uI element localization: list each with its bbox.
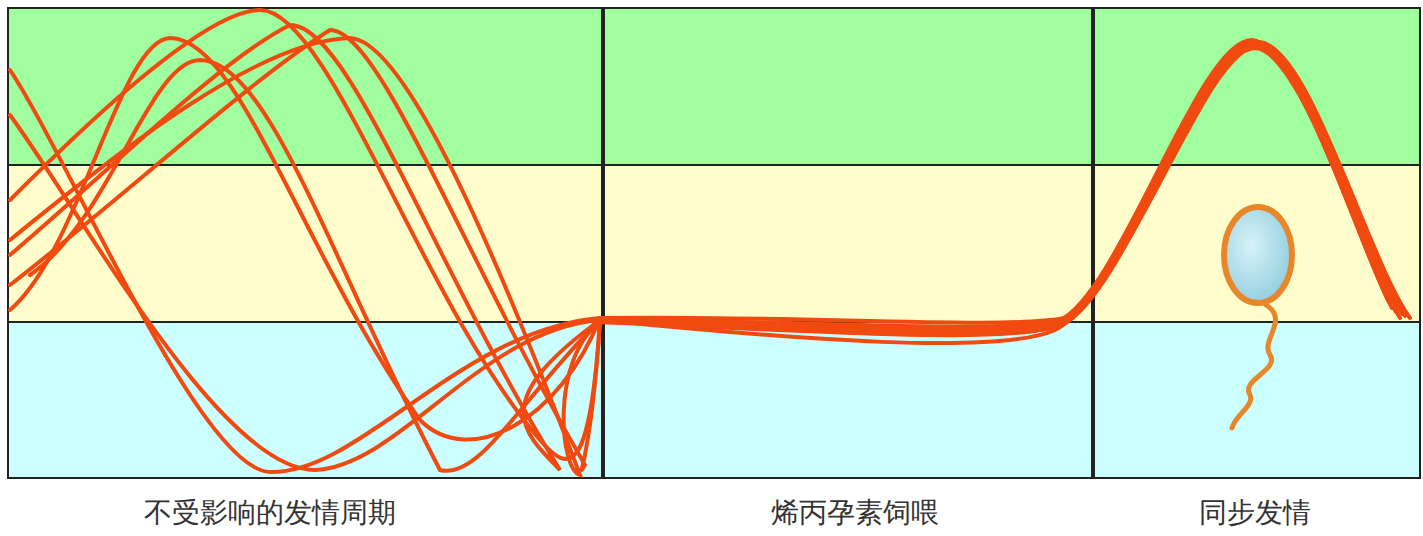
column-label: 不受影响的发情周期 [144,496,396,530]
column-label: 烯丙孕素饲喂 [771,496,939,530]
bands [8,8,1420,478]
grid-lines [8,8,1420,478]
egg-sperm-icon [1224,207,1292,428]
hormone-curves [10,10,1410,475]
column-label: 同步发情 [1199,496,1311,530]
